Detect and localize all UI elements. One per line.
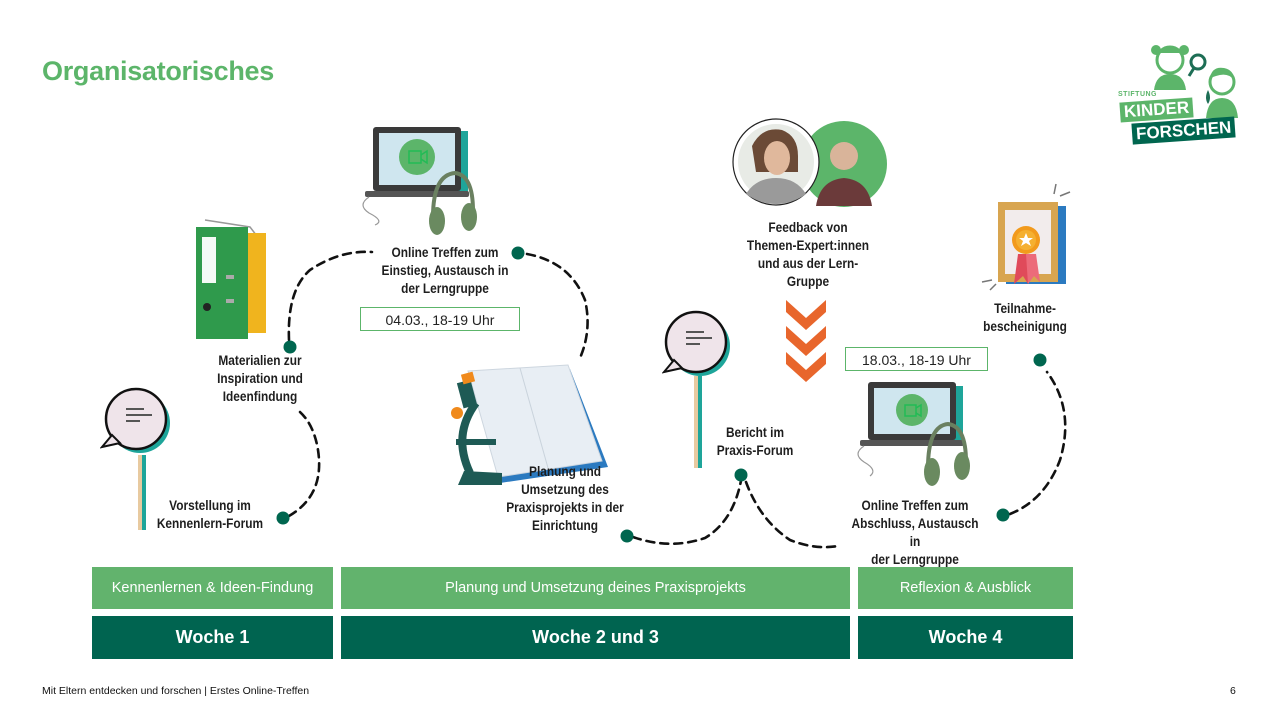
path-segment-4 [631,473,744,546]
speech-bubble-sign-icon [662,310,730,468]
node-teilnahme [1033,353,1047,367]
logo-kids-icon [1151,45,1238,118]
chevrons-down-icon [786,300,826,382]
date-online-abschluss: 18.03., 18-19 Uhr [845,347,988,371]
step-label-teilnahme: Teilnahme- bescheinigung [983,301,1067,334]
step-label-online-einstieg: Online Treffen zum Einstieg, Austausch i… [381,245,509,296]
expert-avatars-icon [732,118,887,207]
node-online-einstieg [511,246,525,260]
step-label-bericht: Bericht im Praxis-Forum [716,425,794,458]
phase-reflexion: Reflexion & Ausblick [858,567,1073,609]
week-2-3: Woche 2 und 3 [341,616,850,659]
logo: STIFTUNG KINDER FORSCHEN [1112,40,1242,150]
node-vorstellung [276,511,290,525]
node-planung [620,529,634,543]
path-segment-1 [287,410,321,518]
page-number: 6 [1230,685,1236,697]
microscope-notebook-icon [451,364,608,485]
path-segment-3 [525,252,589,360]
phase-kennenlernen: Kennenlernen & Ideen-Findung [92,567,333,609]
node-online-abschluss [996,508,1010,522]
week-1: Woche 1 [92,616,333,659]
phase-planung: Planung und Umsetzung deines Praxisproje… [341,567,850,609]
speech-bubble-sign-icon [100,387,170,530]
laptop-headphones-icon [362,127,477,235]
certificate-icon [981,183,1071,291]
path-segment-6 [1008,370,1067,516]
step-label-vorstellung: Vorstellung im Kennenlern-Forum [156,498,264,531]
path-segment-2 [287,250,374,342]
step-label-materialien: Materialien zur Inspiration und Ideenfin… [217,353,303,404]
slide-title: Organisatorisches [42,56,274,86]
step-label-planung: Planung und Umsetzung des Praxisprojekts… [506,464,624,533]
week-4: Woche 4 [858,616,1073,659]
step-label-online-abschluss: Online Treffen zum Abschluss, Austausch … [851,498,979,567]
date-online-einstieg: 04.03., 18-19 Uhr [360,307,520,331]
logo-stiftung: STIFTUNG [1118,91,1157,98]
path-segment-5 [744,480,840,549]
step-label-feedback: Feedback von Themen-Expert:innen und aus… [746,220,870,289]
node-materialien [283,340,297,354]
footer-text: Mit Eltern entdecken und forschen | Erst… [42,685,310,697]
binder-icon [196,219,266,339]
node-bericht [734,468,748,482]
laptop-headphones-icon [857,382,970,486]
